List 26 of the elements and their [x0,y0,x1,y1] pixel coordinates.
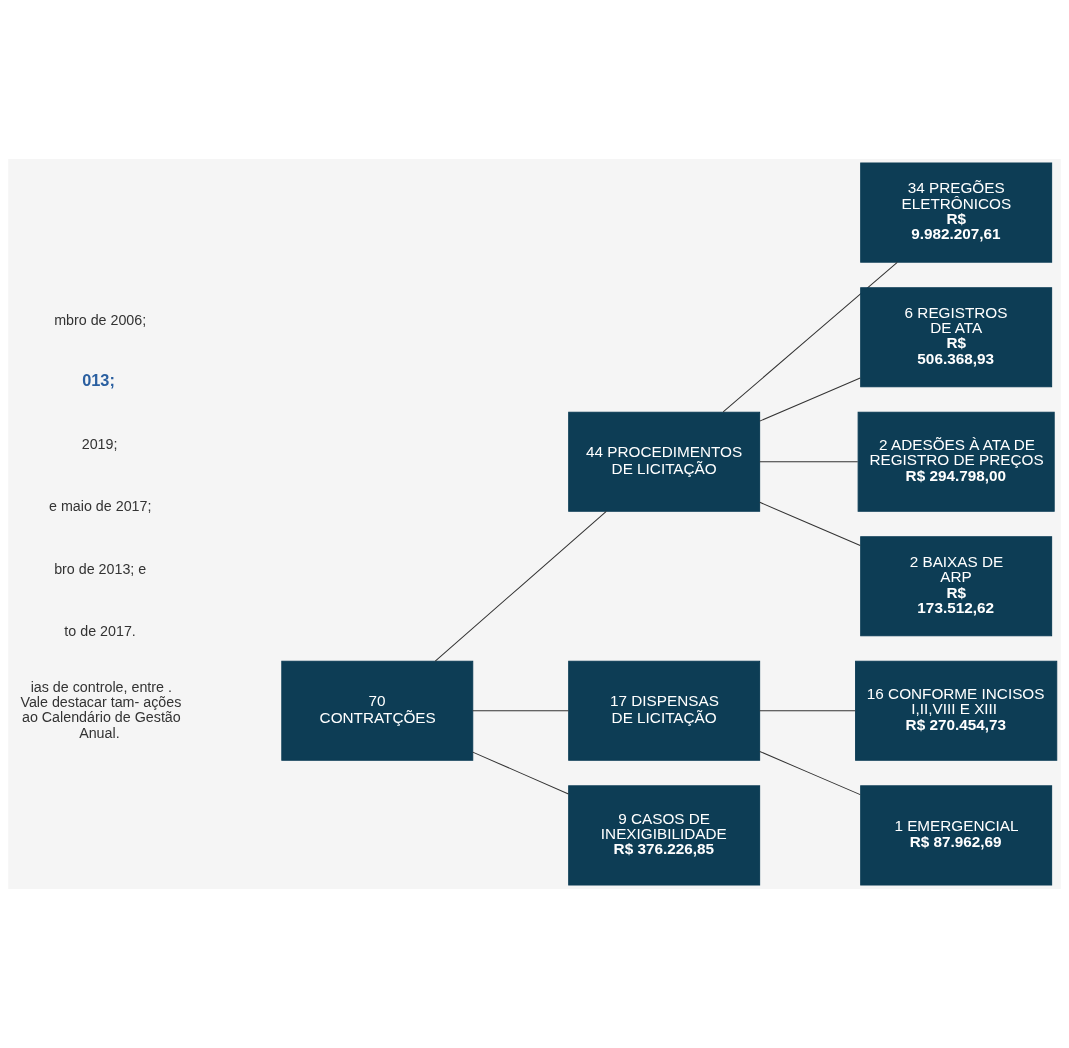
label: 2019; [81,436,118,453]
label: ias de controle, entre . Vale destacar tam- ações ao Calendário de Gestão Anual. [20,678,182,741]
node-box: 34 PREGÕES ELETRÔNICOS R$ 9.982.207,61 [860,162,1053,263]
label: mbro de 2006; [54,311,147,328]
label: to de 2017. [64,623,136,639]
connector [472,710,569,712]
node-box: 70 CONTRATÇÕES [281,660,474,761]
node-box: 2 ADESÕES À ATA DE REGISTRO DE PREÇOS R$ 294.798,00 [857,411,1055,512]
connector [434,510,607,662]
connector [759,501,861,546]
node-box: 2 BAIXAS DE ARP R$ 173.512,62 [860,536,1053,637]
node-box: 6 REGISTROS DE ATA R$ 506.368,93 [860,287,1053,388]
label: bro de 2013; e [54,560,147,577]
node-box: 1 EMERGENCIAL R$ 87.962,69 [860,785,1053,886]
node-box: 16 CONFORME INCISOS I,II,VIII E XIII R$ 270.454,73 [855,660,1058,761]
connector [759,377,861,422]
connector [759,750,861,796]
connector [472,751,569,795]
connector [759,710,856,712]
node-box: 44 PROCEDIMENTOS DE LICITAÇÃO [568,411,761,512]
connector [722,261,898,413]
node-box: 17 DISPENSAS DE LICITAÇÃO [568,660,761,761]
node-box: 9 CASOS DE INEXIGIBILIDADE R$ 376.226,85 [568,785,761,886]
connector [759,461,859,463]
label: e maio de 2017; [49,498,152,515]
label: 013; [82,370,115,389]
